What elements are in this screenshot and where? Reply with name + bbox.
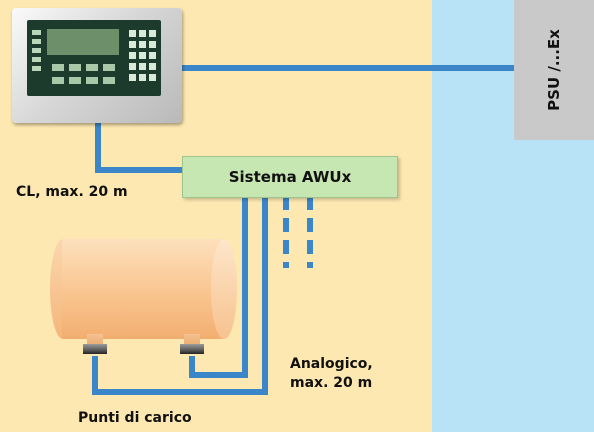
terminal-front-panel [27, 20, 161, 96]
analog-label-line1: Analogico, [290, 356, 373, 372]
analog-cable-inner [189, 196, 248, 378]
load-cell-left [83, 344, 107, 354]
tank-right-cap [211, 239, 237, 339]
weighing-terminal [12, 8, 182, 123]
analog-label-line2: max. 20 m [290, 375, 373, 391]
awu-label: Sistema AWUx [228, 168, 352, 186]
terminal-awu-cable [95, 123, 182, 173]
terminal-keypad [32, 30, 156, 84]
tank-body [62, 239, 224, 339]
load-cell-right [180, 344, 204, 354]
psu-box [514, 0, 594, 140]
analog-cable-outer [92, 196, 268, 395]
terminal-display [47, 29, 119, 55]
cl-cable-label: CL, max. 20 m [16, 184, 128, 200]
load-points-label: Punti di carico [78, 410, 192, 426]
awu-system-box: Sistema AWUx [182, 156, 398, 198]
